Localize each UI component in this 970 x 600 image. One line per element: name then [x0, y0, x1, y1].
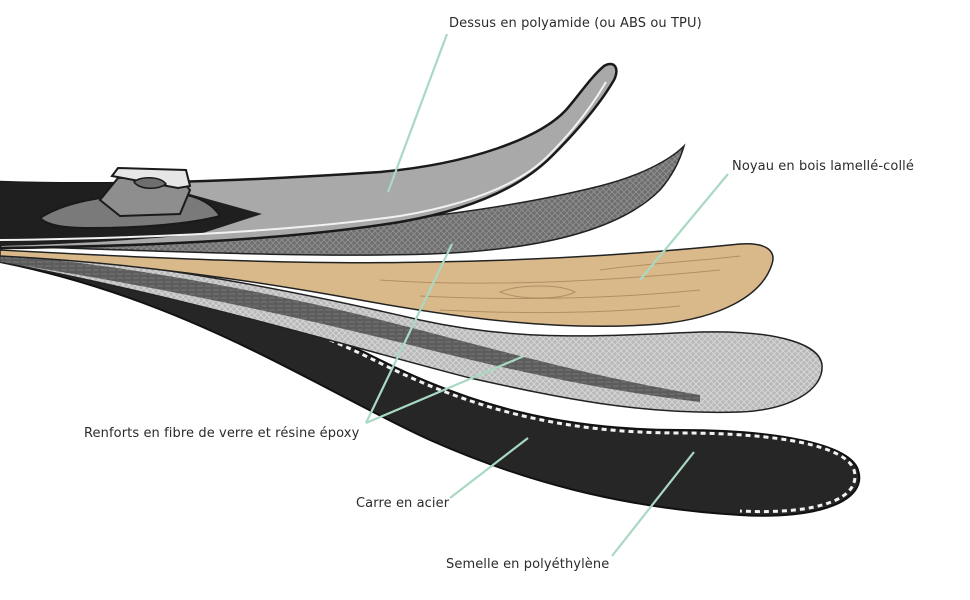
- wood-grain: [379, 255, 741, 314]
- wood-core-shape: [0, 243, 774, 328]
- label-steel-edge: Carre en acier: [356, 496, 450, 511]
- fiberglass-lower-layer: [0, 251, 823, 414]
- label-wood-core: Noyau en bois lamellé-collé: [732, 159, 914, 174]
- label-base: Semelle en polyéthylène: [446, 557, 610, 572]
- leader-topsheet: [386, 33, 449, 193]
- label-fiberglass: Renforts en fibre de verre et résine épo…: [84, 426, 360, 441]
- leader-edge: [449, 437, 529, 499]
- leader-lines: [365, 33, 729, 557]
- fiberglass-dark-band: [0, 254, 700, 402]
- binding-icon: [38, 166, 222, 230]
- leader-fiber-2: [365, 354, 525, 425]
- leader-core: [639, 173, 729, 281]
- wood-core-layer: [0, 243, 774, 328]
- base-shape: [0, 248, 861, 517]
- label-topsheet: Dessus en polyamide (ou ABS ou TPU): [449, 16, 702, 31]
- leader-base: [611, 451, 695, 557]
- leader-fiber-1: [365, 243, 453, 424]
- topsheet-edge-line: [0, 81, 607, 241]
